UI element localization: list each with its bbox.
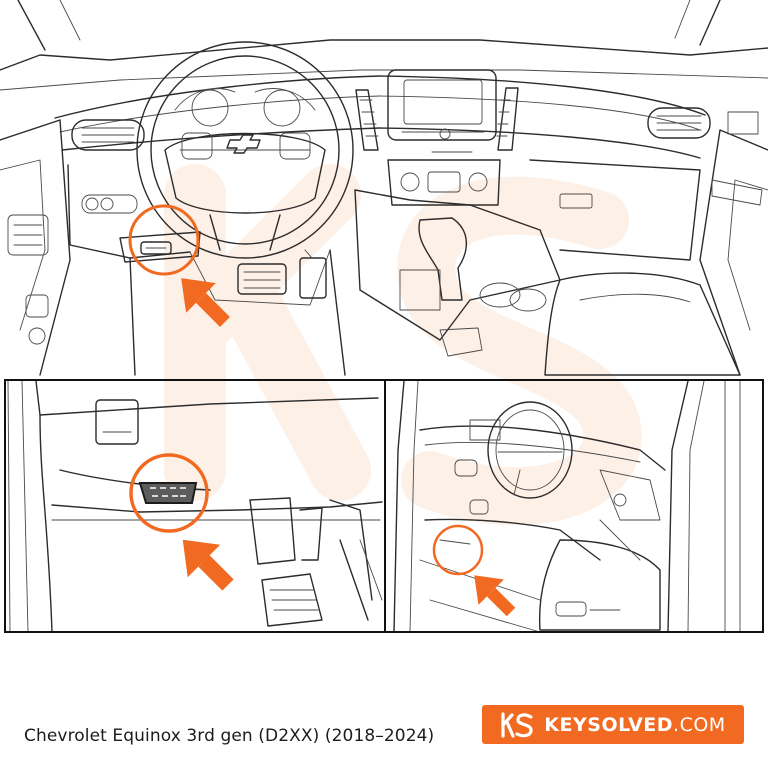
highlight-circle-overview (128, 204, 200, 276)
dashboard-overview-panel (0, 0, 768, 376)
obd2-port-icon (138, 482, 198, 504)
obd-closeup-panel (7, 380, 383, 633)
brand-name: KEYSOLVED.COM (544, 713, 726, 736)
highlight-circle-door (432, 524, 484, 576)
door-open-panel (393, 380, 741, 633)
ks-logo-icon (501, 711, 533, 738)
highlight-circle-closeup (129, 453, 209, 533)
arrow-pointer-door (474, 575, 516, 617)
keysolved-badge: KEYSOLVED.COM (482, 705, 744, 744)
arrow-pointer-overview (181, 278, 230, 327)
vehicle-caption: Chevrolet Equinox 3rd gen (D2XX) (2018–2… (24, 726, 435, 746)
arrow-pointer-closeup (182, 539, 234, 591)
ks-watermark (164, 164, 642, 526)
